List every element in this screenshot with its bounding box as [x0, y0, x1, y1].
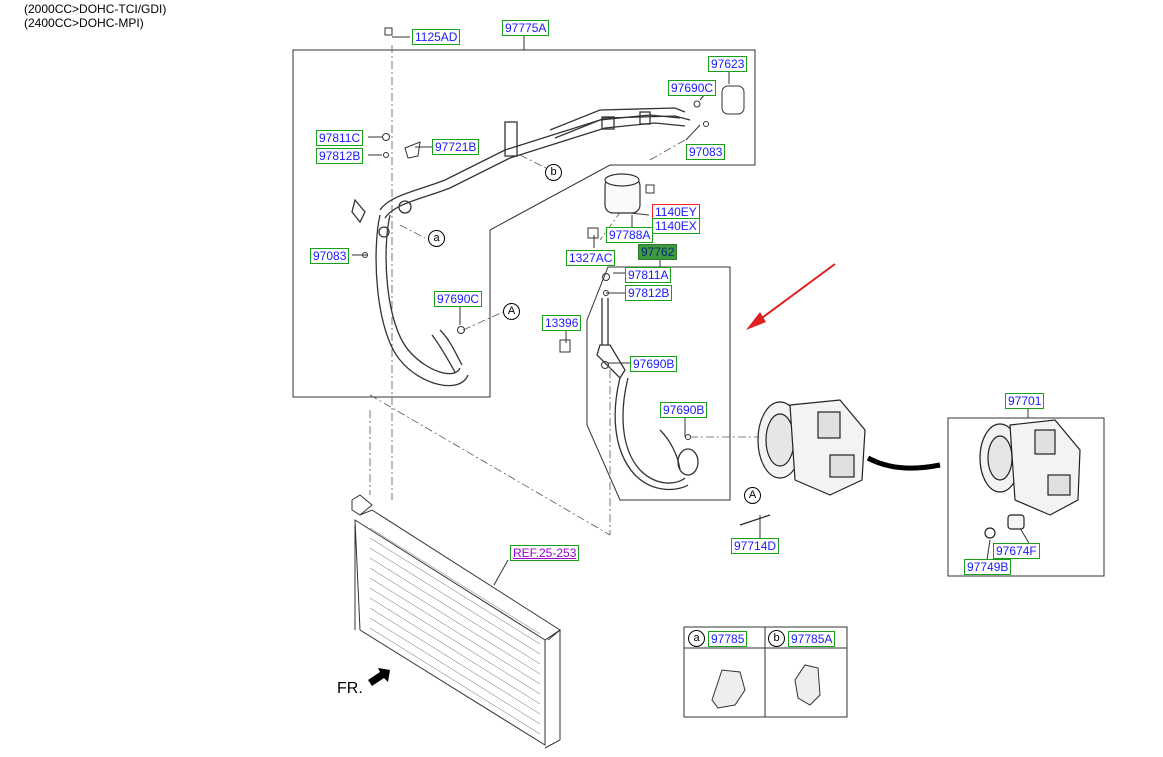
part-label-97762-highlighted[interactable]: 97762 [638, 244, 678, 260]
callout-A-top: A [503, 303, 520, 320]
part-label-97690B-2[interactable]: 97690B [660, 402, 708, 418]
front-direction-label: FR. [337, 680, 363, 697]
part-label-97721B[interactable]: 97721B [432, 139, 480, 155]
part-label-97714D[interactable]: 97714D [731, 538, 780, 554]
front-arrow-icon [368, 668, 390, 686]
detail-pointer [866, 455, 941, 471]
part-label-97690C-top[interactable]: 97690C [668, 80, 717, 96]
part-label-97812B-left[interactable]: 97812B [316, 148, 364, 164]
condenser-fins [369, 527, 541, 735]
part-label-1327AC[interactable]: 1327AC [566, 250, 616, 266]
part-label-1140EY[interactable]: 1140EY [652, 204, 700, 220]
condenser [351, 494, 561, 749]
callout-a-table: a [688, 630, 705, 647]
group-box-97701 [947, 417, 1105, 577]
part-label-97788A[interactable]: 97788A [606, 227, 654, 243]
callout-b: b [545, 164, 562, 181]
part-label-97674F[interactable]: 97674F [993, 543, 1040, 559]
engine-spec-2: (2400CC>DOHC-MPI) [24, 16, 144, 30]
part-label-1140EX[interactable]: 1140EX [652, 218, 700, 234]
red-indicator-arrow [746, 263, 836, 330]
part-label-97701[interactable]: 97701 [1005, 393, 1045, 409]
part-label-97083-right[interactable]: 97083 [686, 144, 726, 160]
part-label-97812B-mid[interactable]: 97812B [625, 285, 673, 301]
callout-a: a [428, 230, 445, 247]
group-box-97775A [292, 49, 756, 398]
part-label-97083-left[interactable]: 97083 [310, 248, 350, 264]
part-label-97811A[interactable]: 97811A [625, 267, 672, 283]
part-label-97811C[interactable]: 97811C [316, 130, 364, 146]
part-label-97623[interactable]: 97623 [708, 56, 748, 72]
part-label-97690C-mid[interactable]: 97690C [434, 291, 483, 307]
engine-spec-1: (2000CC>DOHC-TCI/GDI) [24, 2, 167, 16]
reference-link-25-253[interactable]: REF.25-253 [510, 545, 580, 561]
callout-A-bottom: A [744, 487, 761, 504]
part-label-97690B-1[interactable]: 97690B [630, 356, 678, 372]
part-label-97775A[interactable]: 97775A [502, 20, 550, 36]
part-label-97785[interactable]: 97785 [708, 631, 748, 647]
part-label-13396[interactable]: 13396 [542, 315, 582, 331]
callout-b-table: b [768, 630, 785, 647]
group-box-97762 [586, 266, 731, 501]
part-label-97785A[interactable]: 97785A [788, 631, 836, 647]
part-label-97749B[interactable]: 97749B [964, 559, 1012, 575]
part-label-1125AD[interactable]: 1125AD [412, 29, 461, 45]
